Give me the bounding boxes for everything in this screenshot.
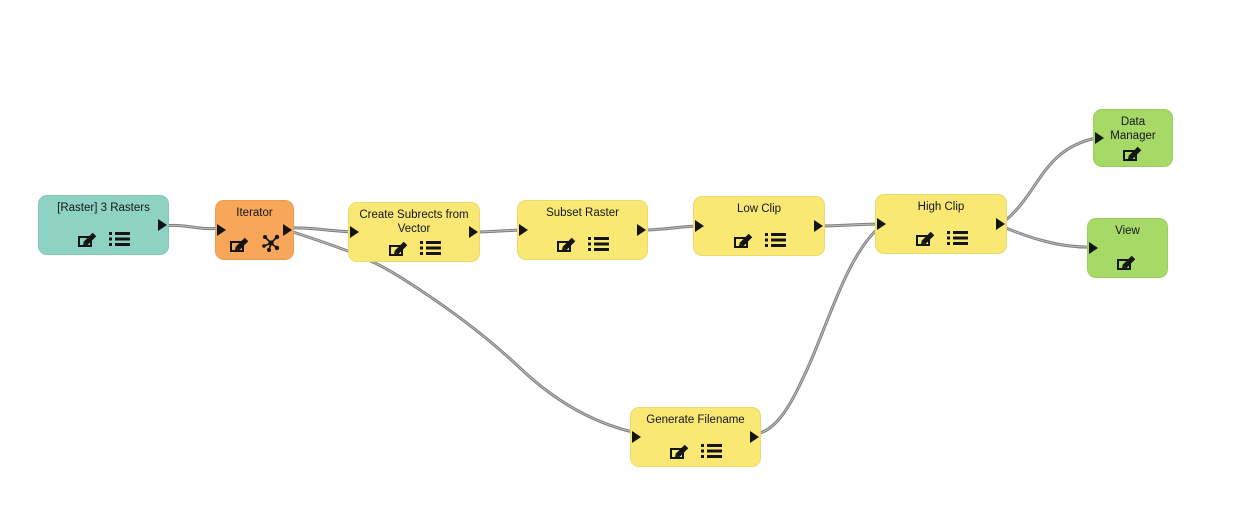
node-title: Data Manager: [1110, 116, 1156, 143]
list-icon[interactable]: [701, 443, 722, 459]
list-icon[interactable]: [764, 232, 786, 248]
edit-pencil-icon[interactable]: [669, 442, 692, 460]
node-title: Generate Filename: [646, 414, 745, 426]
edit-pencil-icon[interactable]: [1122, 144, 1145, 162]
input-port[interactable]: [877, 218, 886, 230]
edit-pencil-icon[interactable]: [77, 230, 100, 248]
output-port[interactable]: [158, 219, 167, 231]
list-icon[interactable]: [109, 231, 130, 247]
node-raster-3-rasters[interactable]: [Raster] 3 Rasters: [38, 195, 169, 255]
edit-pencil-icon[interactable]: [733, 231, 756, 249]
node-title: View: [1115, 225, 1140, 237]
edit-pencil-icon[interactable]: [1116, 253, 1139, 271]
iterator-network-icon[interactable]: [261, 234, 281, 253]
input-port[interactable]: [519, 224, 528, 236]
input-port[interactable]: [1089, 242, 1098, 254]
node-title: [Raster] 3 Rasters: [57, 202, 150, 214]
edge-high-clip-to-data-manager[interactable]: [999, 136, 1098, 226]
list-icon[interactable]: [946, 230, 968, 246]
edge-generate-filename-to-high-clip[interactable]: [754, 224, 883, 436]
node-view[interactable]: View: [1087, 218, 1168, 278]
list-icon[interactable]: [419, 240, 441, 256]
edit-pencil-icon[interactable]: [388, 239, 411, 257]
input-port[interactable]: [695, 220, 704, 232]
output-port[interactable]: [637, 224, 646, 236]
node-iterator[interactable]: Iterator: [215, 200, 294, 260]
edit-pencil-icon[interactable]: [556, 235, 579, 253]
output-port[interactable]: [814, 220, 823, 232]
node-title: Iterator: [236, 207, 273, 219]
input-port[interactable]: [350, 226, 359, 238]
node-title: Subset Raster: [546, 207, 619, 219]
edge-high-clip-to-view[interactable]: [999, 224, 1094, 249]
node-subset-raster[interactable]: Subset Raster: [517, 200, 648, 260]
node-title: Low Clip: [736, 203, 782, 215]
node-low-clip[interactable]: Low Clip: [693, 196, 825, 256]
input-port[interactable]: [217, 224, 226, 236]
edge-iterator-to-create-subrects[interactable]: [288, 226, 359, 234]
node-create-subrects-from-vector[interactable]: Create Subrects from Vector: [348, 202, 480, 262]
node-data-manager[interactable]: Data Manager: [1093, 109, 1173, 167]
output-port[interactable]: [750, 431, 759, 443]
output-port[interactable]: [283, 224, 292, 236]
edge-rasters-to-iterator[interactable]: [162, 223, 223, 231]
input-port[interactable]: [1095, 132, 1104, 144]
node-title: High Clip: [917, 201, 965, 213]
node-high-clip[interactable]: High Clip: [875, 194, 1007, 254]
node-title: Create Subrects from Vector: [359, 209, 469, 236]
node-generate-filename[interactable]: Generate Filename: [630, 407, 761, 467]
list-icon[interactable]: [588, 236, 609, 252]
input-port[interactable]: [632, 431, 641, 443]
output-port[interactable]: [469, 226, 478, 238]
edit-pencil-icon[interactable]: [229, 235, 252, 253]
edit-pencil-icon[interactable]: [915, 229, 938, 247]
output-port[interactable]: [996, 218, 1005, 230]
